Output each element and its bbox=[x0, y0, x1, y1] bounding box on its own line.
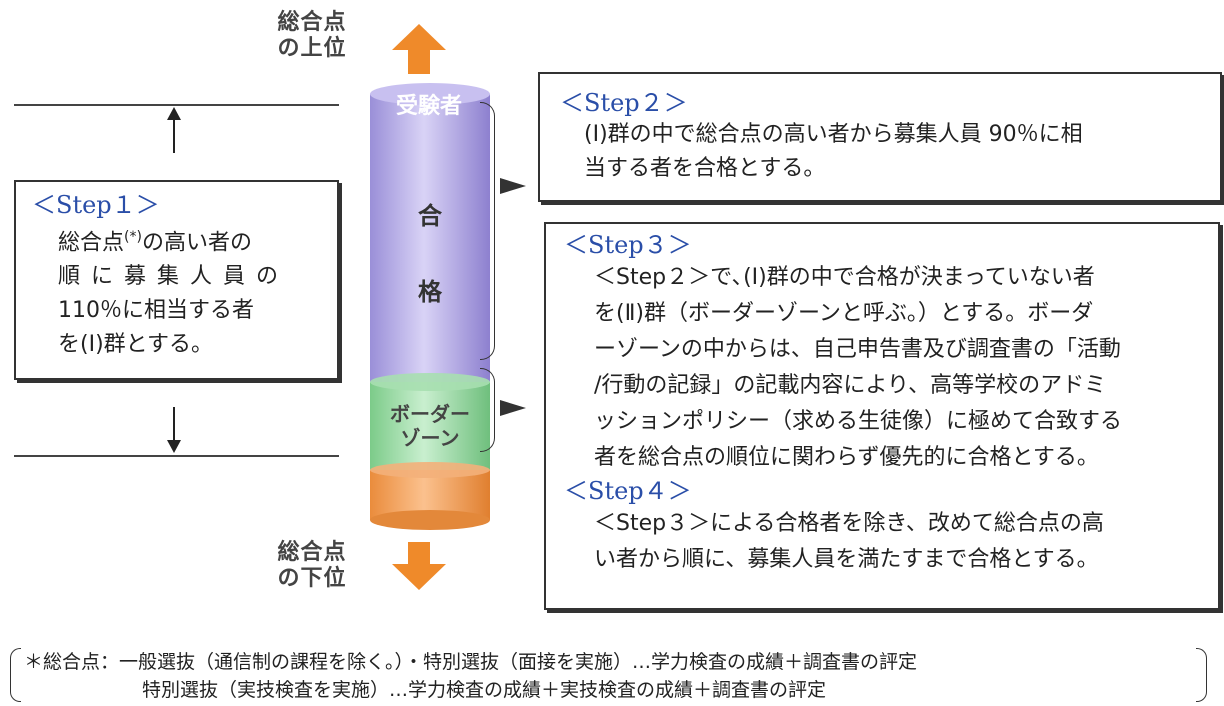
up-arrow-icon bbox=[167, 107, 181, 153]
footnote-left-paren bbox=[10, 648, 21, 702]
upper-guide-line bbox=[14, 104, 339, 106]
step1-box: ＜Step１＞ 総合点(*)の高い者の 順に募集人員の 110％に相当する者 を… bbox=[14, 180, 339, 380]
footnote-line1: ＊総合点：一般選抜（通信制の課程を除く。）・特別選抜（面接を実施）…学力検査の成… bbox=[24, 651, 918, 673]
border-bracket bbox=[480, 368, 495, 452]
down-arrow-icon bbox=[167, 407, 181, 453]
applicant-cylinder bbox=[370, 83, 490, 530]
step3-title: ＜Step３＞ bbox=[564, 231, 692, 259]
pass-bracket bbox=[480, 102, 495, 360]
footnote-right-paren bbox=[1196, 648, 1207, 702]
step4-title: ＜Step４＞ bbox=[564, 477, 692, 505]
step3-body: ＜Step２＞で､(Ⅰ)群の中で合格が決まっていない者 を(Ⅱ)群（ボーダーゾー… bbox=[594, 265, 1123, 470]
pass-label-char2: 格 bbox=[418, 278, 442, 306]
border-zone-label: ボーダー ゾーン bbox=[390, 402, 470, 450]
orange-up-arrow-icon bbox=[392, 24, 446, 74]
step4-body: ＜Step３＞による合格者を除き、改めて総合点の高 い者から順に、募集人員を満た… bbox=[594, 511, 1104, 572]
bottom-axis-label: 総合点 の下位 bbox=[277, 540, 347, 591]
step2-body: (Ⅰ)群の中で総合点の高い者から募集人員 90％に相 当する者を合格とする。 bbox=[584, 122, 1083, 181]
step2-title: ＜Step２＞ bbox=[560, 89, 688, 117]
footnote: ＊総合点：一般選抜（通信制の課程を除く。）・特別選抜（面接を実施）…学力検査の成… bbox=[24, 648, 1194, 704]
orange-down-arrow-icon bbox=[392, 542, 446, 590]
cylinder-top-label: 受験者 bbox=[395, 94, 462, 119]
lower-guide-line bbox=[14, 455, 339, 457]
step3-pointer bbox=[500, 400, 526, 416]
step2-pointer bbox=[500, 178, 526, 194]
step1-body: 総合点(*)の高い者の 順に募集人員の 110％に相当する者 を(Ⅰ)群とする。 bbox=[58, 229, 290, 358]
step3-step4-box: ＜Step３＞ ＜Step２＞で､(Ⅰ)群の中で合格が決まっていない者 を(Ⅱ)… bbox=[544, 222, 1220, 610]
step2-box: ＜Step２＞ (Ⅰ)群の中で総合点の高い者から募集人員 90％に相 当する者を… bbox=[538, 72, 1222, 202]
top-axis-label: 総合点 の上位 bbox=[277, 10, 347, 61]
step1-title: ＜Step１＞ bbox=[32, 191, 160, 219]
pass-label-char1: 合 bbox=[418, 202, 442, 230]
footnote-line2: 特別選抜（実技検査を実施）…学力検査の成績＋実技検査の成績＋調査書の評定 bbox=[142, 679, 827, 701]
